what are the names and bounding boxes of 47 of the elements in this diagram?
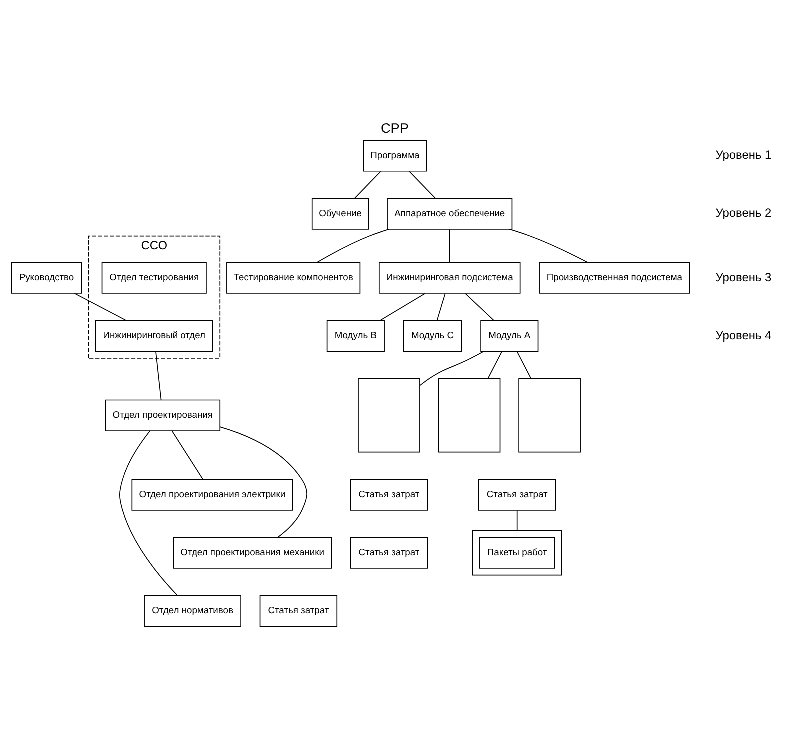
connector bbox=[516, 351, 532, 380]
node-box: Инжиниринговая подсистема bbox=[378, 262, 521, 294]
connector bbox=[488, 351, 503, 380]
node-box: Производственная подсистема bbox=[539, 262, 690, 294]
node-box: Пакеты работ bbox=[479, 537, 556, 569]
connector bbox=[354, 171, 382, 199]
node-box: Отдел проектирования электрики bbox=[132, 479, 294, 511]
node-box bbox=[438, 378, 501, 453]
cluster bbox=[472, 530, 562, 576]
connector bbox=[172, 430, 204, 480]
connector bbox=[74, 293, 127, 322]
node-box bbox=[518, 378, 581, 453]
label: Уровень 1 bbox=[716, 148, 772, 162]
node-box: Тестирование компонентов bbox=[226, 262, 361, 294]
node-box: Аппаратное обеспечение bbox=[387, 198, 513, 230]
node-box: Инжиниринговый отдел bbox=[95, 320, 214, 352]
node-box: Модуль C bbox=[403, 320, 462, 352]
label: Уровень 4 bbox=[716, 328, 772, 342]
node-box: Отдел нормативов bbox=[144, 595, 242, 628]
connector bbox=[509, 229, 588, 264]
node-box bbox=[358, 378, 420, 453]
node-box: Программа bbox=[363, 140, 428, 172]
node-box: Отдел проектирования bbox=[105, 400, 221, 432]
connector bbox=[380, 293, 426, 322]
connector bbox=[449, 229, 450, 264]
node-box: Отдел тестирования bbox=[102, 262, 207, 294]
node-box: Модуль B bbox=[326, 320, 385, 352]
node-box: Модуль A bbox=[480, 320, 539, 352]
connector bbox=[516, 510, 518, 532]
label: Уровень 2 bbox=[716, 206, 772, 220]
node-box: Статья затрат bbox=[350, 479, 428, 511]
node-box: Руководство bbox=[11, 262, 82, 294]
connector bbox=[316, 229, 390, 264]
node-box: Статья затрат bbox=[478, 479, 556, 511]
connector bbox=[409, 171, 436, 199]
node-box: Отдел проектирования механики bbox=[173, 537, 332, 569]
connector bbox=[436, 293, 446, 321]
diagram-title: СРР bbox=[380, 120, 410, 136]
connector bbox=[465, 293, 494, 321]
connector bbox=[420, 351, 484, 386]
node-box: Обучение bbox=[312, 198, 370, 230]
node-box: Статья затрат bbox=[350, 537, 428, 569]
node-box: Статья затрат bbox=[260, 595, 338, 628]
label: Уровень 3 bbox=[716, 270, 772, 284]
connector bbox=[156, 351, 162, 401]
connector bbox=[220, 426, 308, 538]
connector bbox=[119, 430, 178, 596]
